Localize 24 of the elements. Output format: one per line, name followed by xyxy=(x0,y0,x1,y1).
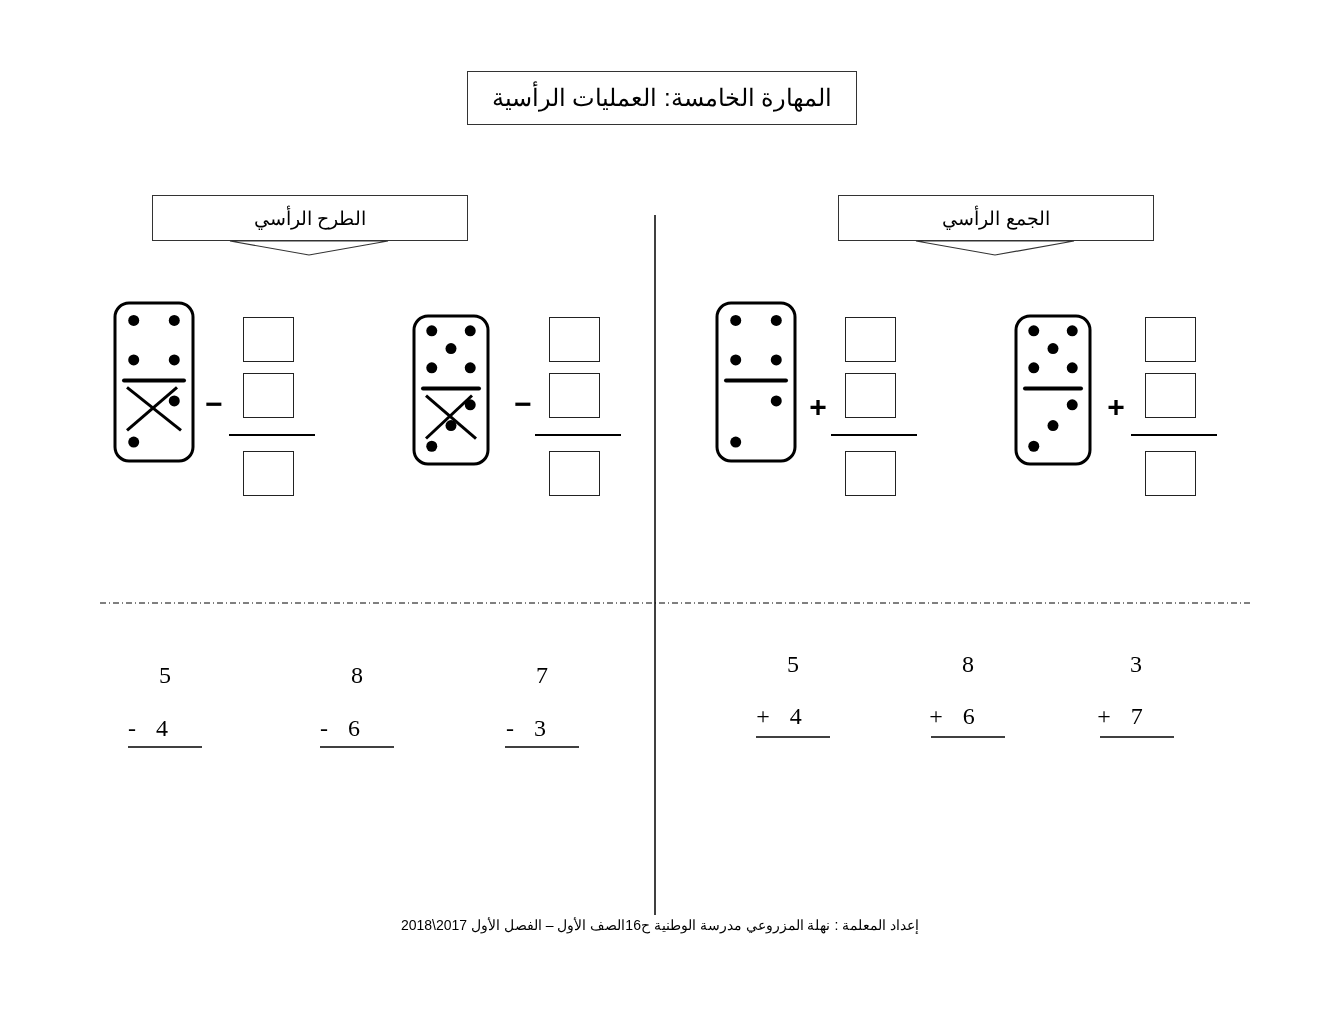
heading-text: الطرح الرأسي xyxy=(253,206,367,230)
heading-text: الجمع الرأسي xyxy=(942,206,1050,230)
number-text: 5 xyxy=(159,663,171,687)
title-box: المهارة الخامسة: العمليات الرأسية xyxy=(467,71,857,125)
number-text: - 3 xyxy=(506,716,546,740)
operator-sign: − xyxy=(514,389,532,419)
number-text: + 7 xyxy=(1097,704,1143,728)
operator-sign: + xyxy=(809,392,827,422)
arrow xyxy=(229,240,389,256)
arrow xyxy=(915,240,1075,256)
number-text: - 6 xyxy=(320,716,360,740)
heading-box xyxy=(152,195,468,241)
number-text: 8 xyxy=(351,663,363,687)
number-text: 7 xyxy=(536,663,548,687)
number-text: 3 xyxy=(1130,652,1142,676)
number-text: + 4 xyxy=(756,704,802,728)
number-text: 8 xyxy=(962,652,974,676)
number-text: 5 xyxy=(787,652,799,676)
operator-sign: − xyxy=(205,389,223,419)
operator-sign: + xyxy=(1107,392,1125,422)
number-text: - 4 xyxy=(128,716,168,740)
number-text: + 6 xyxy=(929,704,975,728)
footer-text: إعداد المعلمة : نهلة المزروعي مدرسة الوطنية ح16الصف الأول – الفصل الأول 2017\2018 xyxy=(399,917,921,933)
heading-box xyxy=(838,195,1154,241)
